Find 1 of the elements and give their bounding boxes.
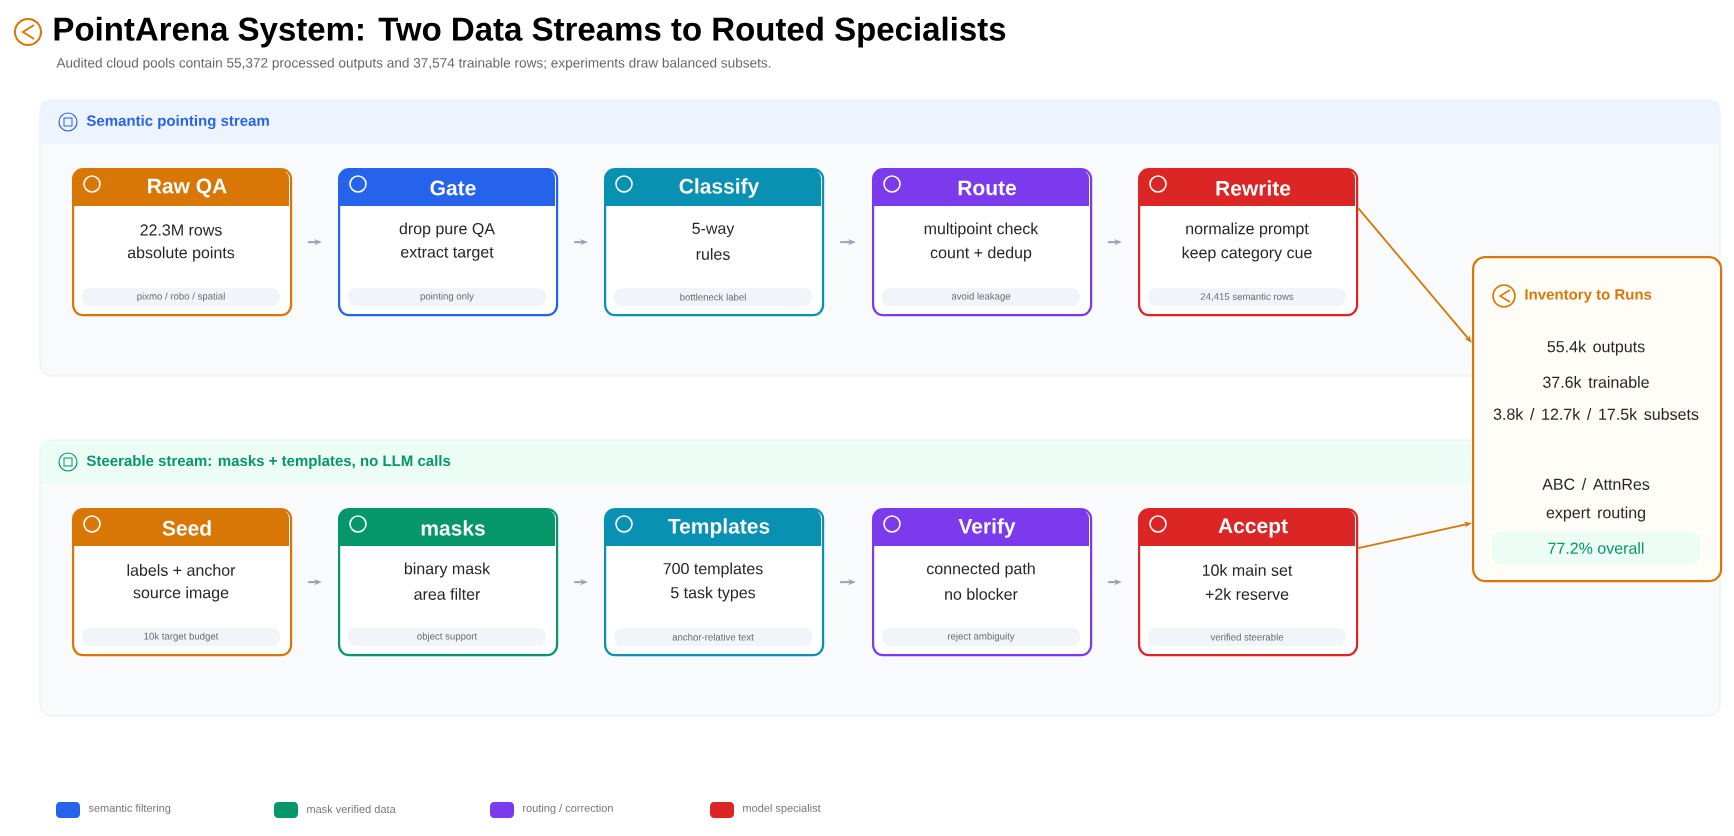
title: PointArena System: Two Data Streams to Routed Specialists <box>54 16 1006 48</box>
